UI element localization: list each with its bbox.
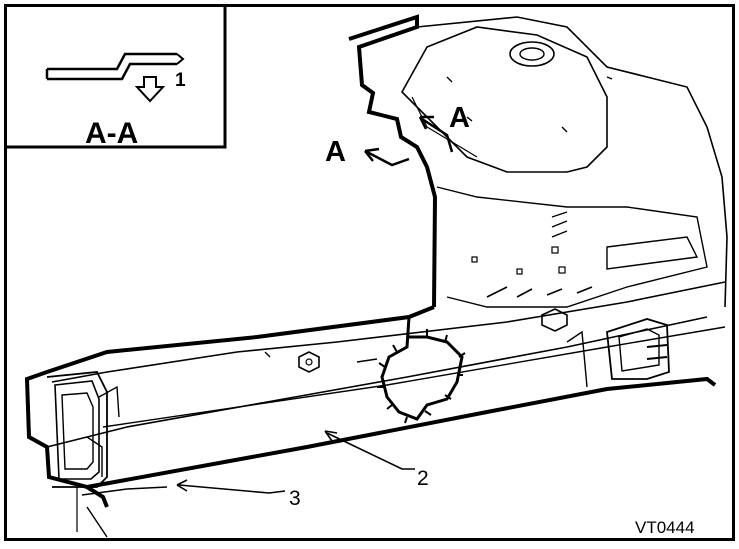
section-profile <box>45 52 177 81</box>
callout-2: 2 <box>417 467 429 490</box>
quarter-panel <box>348 14 728 308</box>
technical-drawing <box>7 7 728 538</box>
callout-1: 1 <box>175 70 186 91</box>
section-marker-right: A <box>449 102 470 134</box>
section-arrows <box>364 115 454 167</box>
weld-nut <box>298 351 320 373</box>
diagram-frame: A-A 1 A A 2 3 VT0444 <box>4 4 735 541</box>
sill-member <box>24 281 726 538</box>
arrow-down-icon <box>134 76 166 103</box>
bracket <box>606 318 670 380</box>
cut-line <box>377 316 466 424</box>
section-marker-left: A <box>325 136 346 168</box>
inset-title: A-A <box>85 117 139 150</box>
callout-3: 3 <box>289 487 301 510</box>
leader-lines <box>176 430 415 494</box>
reference-code: VT0444 <box>635 518 695 537</box>
section-inset <box>7 7 227 149</box>
